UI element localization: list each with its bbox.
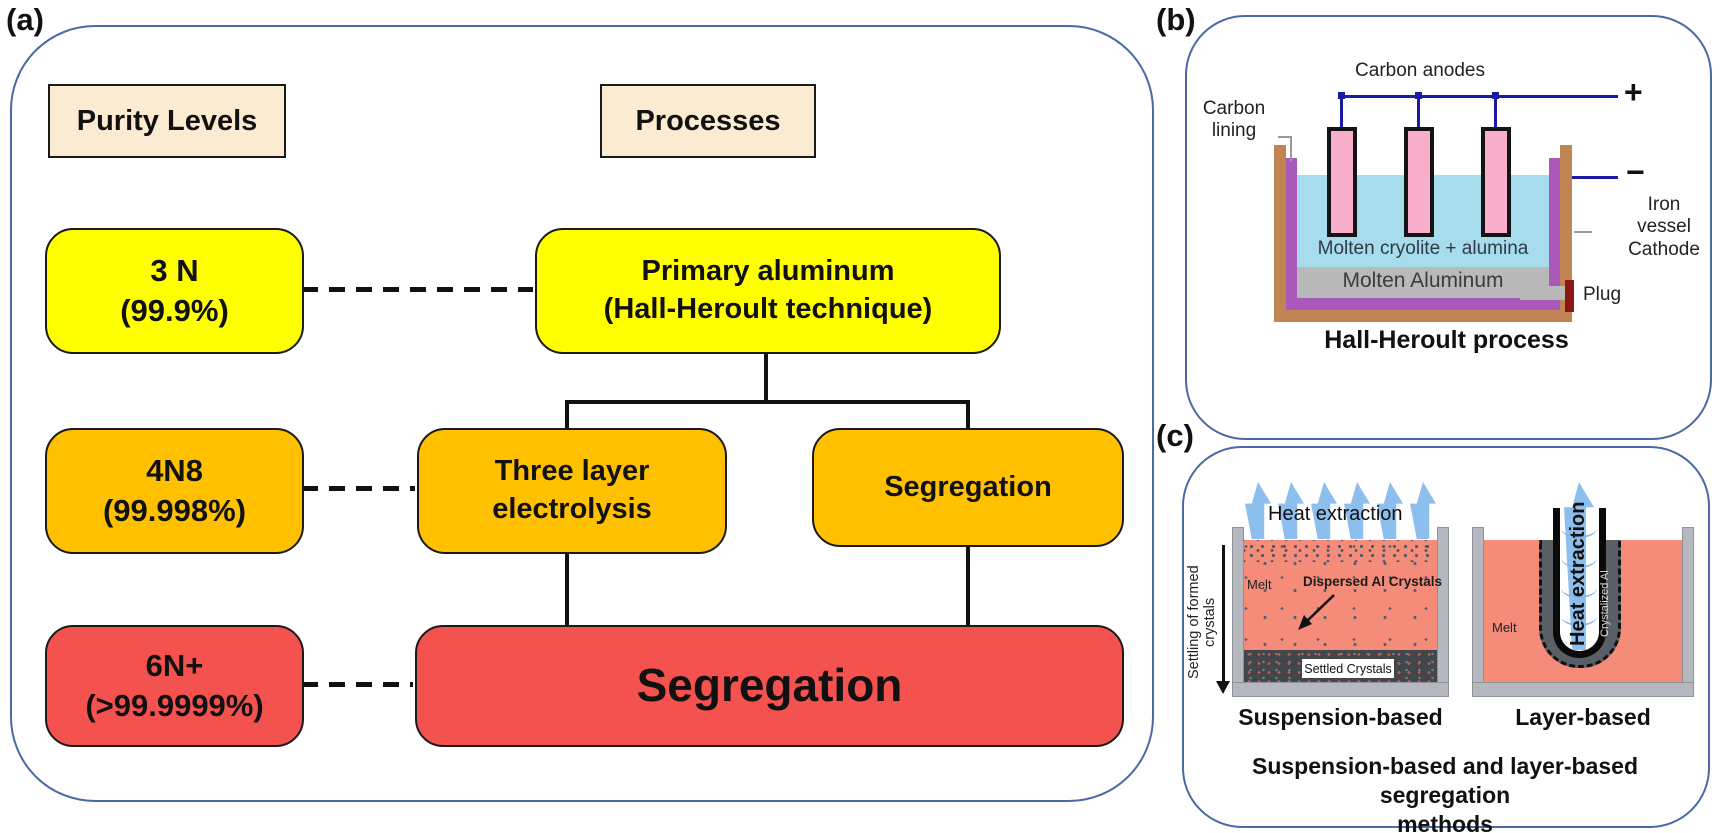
- heat-wave-arc: [1561, 548, 1597, 568]
- plus-terminal: +: [1624, 74, 1643, 110]
- purity-box-4n8-line2: (99.998%): [102, 493, 247, 528]
- process-box-primary-line2: (Hall-Heroult technique): [603, 293, 933, 325]
- purity-box-6n-line2: (>99.9999%): [85, 688, 264, 723]
- settling-arrow-icon: [1222, 545, 1225, 681]
- vessel-wall-left-brown: [1274, 145, 1286, 322]
- settled-crystals-label: Settled Crystals: [1301, 658, 1395, 679]
- connector-drop-right: [966, 400, 970, 428]
- anode-wire-1: [1340, 95, 1343, 129]
- molten-aluminum-label: Molten Aluminum: [1342, 269, 1504, 292]
- connector-branch: [565, 400, 970, 404]
- carbon-lining-label-line1: Carbon: [1202, 98, 1266, 119]
- carbon-lining-label-line2: lining: [1211, 120, 1257, 142]
- purity-levels-header: Purity Levels: [48, 84, 286, 158]
- purity-box-4n8-line1: 4N8: [146, 452, 203, 488]
- molten-cryolite-label: Molten cryolite + alumina: [1317, 238, 1529, 259]
- purity-box-3n: 3 N (99.9%): [45, 228, 304, 354]
- layer-vessel-wall-right: [1682, 527, 1694, 697]
- carbon-anodes-label: Carbon anodes: [1355, 60, 1485, 81]
- iron-vessel-label-line3: Cathode: [1628, 238, 1700, 260]
- heat-wave-arc: [1561, 518, 1597, 538]
- tap-channel: [1520, 286, 1567, 300]
- carbon-lining-right: [1549, 158, 1560, 310]
- layer-based-label: Layer-based: [1515, 704, 1651, 730]
- carbon-anode-3: [1481, 127, 1511, 237]
- anode-wire-3: [1494, 95, 1497, 129]
- dispersed-crystals-band: [1244, 540, 1437, 562]
- panel-c-caption-line2: methods: [1397, 810, 1493, 833]
- process-box-segregation-mid-label: Segregation: [884, 470, 1052, 503]
- suspension-based-label: Suspension-based: [1238, 704, 1443, 730]
- purity-box-6n-line1: 6N+: [145, 647, 204, 683]
- processes-header: Processes: [600, 84, 816, 158]
- plug-label: Plug: [1583, 284, 1622, 305]
- process-box-three-layer: Three layer electrolysis: [417, 428, 727, 554]
- panel-c-caption-line1: Suspension-based and layer-based segrega…: [1251, 753, 1638, 808]
- heat-extraction-left-label: Heat extraction: [1268, 503, 1403, 525]
- minus-terminal: −: [1626, 154, 1645, 190]
- dashed-link-6n: [302, 682, 413, 687]
- iron-vessel-label-line2: vessel: [1637, 216, 1691, 238]
- layer-vessel-wall-left: [1472, 527, 1484, 697]
- process-box-three-layer-line1: Three layer: [494, 455, 650, 488]
- purity-box-3n-line2: (99.9%): [120, 293, 229, 328]
- panel-c-border: [1182, 446, 1710, 828]
- process-box-segregation-final-label: Segregation: [636, 659, 903, 712]
- process-box-primary-aluminum: Primary aluminum (Hall-Heroult technique…: [535, 228, 1001, 354]
- settling-label: Settling of formed crystals: [1186, 565, 1218, 679]
- melt-right-label: Melt: [1492, 620, 1517, 635]
- carbon-lining-bottom: [1286, 298, 1560, 310]
- anode-wire-2: [1417, 95, 1420, 129]
- purity-box-4n8: 4N8 (99.998%): [45, 428, 304, 554]
- settling-arrow-head: [1216, 681, 1230, 694]
- vessel-bottom-brown: [1274, 310, 1572, 322]
- purity-box-6n: 6N+ (>99.9999%): [45, 625, 304, 747]
- heat-wave-arc: [1561, 606, 1597, 626]
- panel-a-label: (a): [6, 2, 44, 37]
- carbon-lining-pointer-h: [1278, 136, 1292, 138]
- panel-c-label: (c): [1156, 418, 1194, 453]
- cathode-wire: [1572, 176, 1618, 179]
- connector-drop-right2: [966, 543, 970, 625]
- process-box-segregation-mid: Segregation: [812, 428, 1124, 547]
- vessel-wall-right-brown: [1560, 145, 1572, 322]
- dashed-link-4n8: [302, 486, 415, 491]
- heat-wave-arc: [1561, 578, 1597, 598]
- iron-vessel-pointer: [1574, 231, 1592, 233]
- suspension-vessel-bottom: [1232, 682, 1449, 697]
- crystalized-al-label: Crystalized Al: [1599, 570, 1611, 638]
- panel-c-caption: Suspension-based and layer-based segrega…: [1184, 752, 1706, 833]
- carbon-lining-pointer-v: [1290, 136, 1292, 162]
- iron-vessel-label: Iron vessel Cathode: [1620, 194, 1708, 261]
- connector-stem: [764, 350, 768, 402]
- layer-vessel-bottom: [1472, 682, 1694, 697]
- plug-bar: [1565, 280, 1574, 312]
- anode-bus-wire: [1342, 95, 1618, 98]
- carbon-lining-left: [1286, 158, 1297, 310]
- panel-b-label: (b): [1156, 2, 1196, 37]
- purity-box-3n-line1: 3 N: [150, 252, 199, 288]
- panel-a-border: [10, 25, 1154, 802]
- carbon-anode-2: [1404, 127, 1434, 237]
- suspension-vessel-wall-left: [1232, 527, 1244, 697]
- melt-left-label: Melt: [1247, 577, 1272, 592]
- connector-drop-left2: [565, 550, 569, 625]
- heat-extraction-right-label: Heat extraction: [1567, 501, 1589, 647]
- carbon-lining-label: Carbon lining: [1192, 98, 1276, 143]
- carbon-anode-1: [1327, 127, 1357, 237]
- process-box-three-layer-line2: electrolysis: [492, 493, 652, 525]
- connector-drop-left: [565, 400, 569, 428]
- dispersed-crystals-label: Dispersed Al Crystals: [1303, 574, 1443, 589]
- molten-aluminum-layer: [1297, 267, 1549, 298]
- hall-heroult-title: Hall-Heroult process: [1324, 326, 1569, 354]
- suspension-vessel-wall-right: [1437, 527, 1449, 697]
- iron-vessel-label-line1: Iron: [1647, 194, 1681, 215]
- process-box-segregation-final: Segregation: [415, 625, 1124, 747]
- dispersed-crystals-arrow-icon: [1298, 594, 1335, 630]
- panel-b-border: [1185, 15, 1712, 440]
- dashed-link-3n: [302, 287, 533, 292]
- process-box-primary-line1: Primary aluminum: [641, 255, 895, 288]
